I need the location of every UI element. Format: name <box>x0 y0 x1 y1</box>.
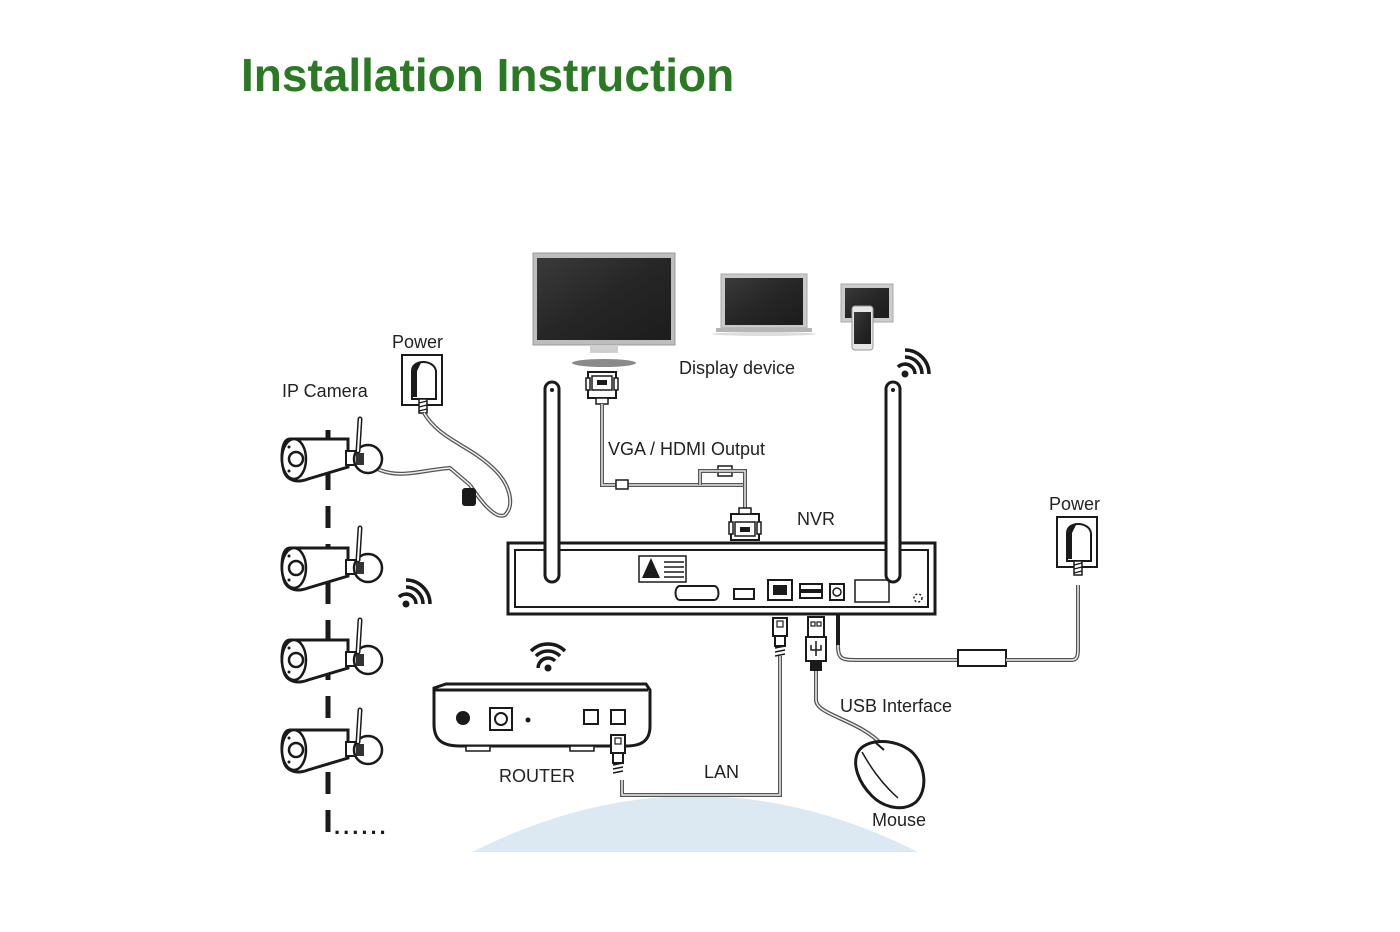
laptop-icon <box>712 273 816 336</box>
phone-icon <box>851 305 874 351</box>
power-brick-icon <box>957 649 1007 667</box>
wifi-icon <box>397 578 432 610</box>
power-adapter-icon <box>1056 516 1098 576</box>
camera-power-label: Power <box>392 332 443 352</box>
camera-icon <box>282 419 382 481</box>
monitor-icon <box>532 252 676 367</box>
ip-camera-label: IP Camera <box>282 381 369 401</box>
camera-icon <box>282 620 382 682</box>
vga-plug-icon <box>728 507 762 541</box>
vga-hdmi-output-label: VGA / HDMI Output <box>608 439 765 459</box>
nvr-antenna-left <box>543 380 561 584</box>
router-label: ROUTER <box>499 766 575 786</box>
power-adapter-icon <box>401 354 443 414</box>
rj45-plug-icon <box>772 617 788 657</box>
display-device-label: Display device <box>679 358 795 378</box>
nvr-antenna-right <box>884 380 902 584</box>
rj45-plug-icon <box>610 734 626 774</box>
camera-icon <box>282 710 382 772</box>
nvr-label: NVR <box>797 509 835 529</box>
lan-label: LAN <box>704 762 739 782</box>
nvr-icon <box>506 541 937 616</box>
camera-icon <box>282 528 382 590</box>
page-title: Installation Instruction <box>241 49 735 101</box>
vga-plug-icon <box>585 371 619 405</box>
mouse-icon <box>854 740 926 810</box>
caution-label-icon <box>638 555 687 583</box>
nvr-power-label: Power <box>1049 494 1100 514</box>
usb-interface-label: USB Interface <box>840 696 952 716</box>
mouse-label: Mouse <box>872 810 926 830</box>
more-cameras-ellipsis: ...... <box>334 814 389 839</box>
usb-plug-icon <box>805 616 827 671</box>
wifi-icon <box>524 632 570 678</box>
floor-backdrop <box>472 796 918 852</box>
wifi-icon <box>896 348 931 380</box>
router-icon <box>432 682 652 752</box>
